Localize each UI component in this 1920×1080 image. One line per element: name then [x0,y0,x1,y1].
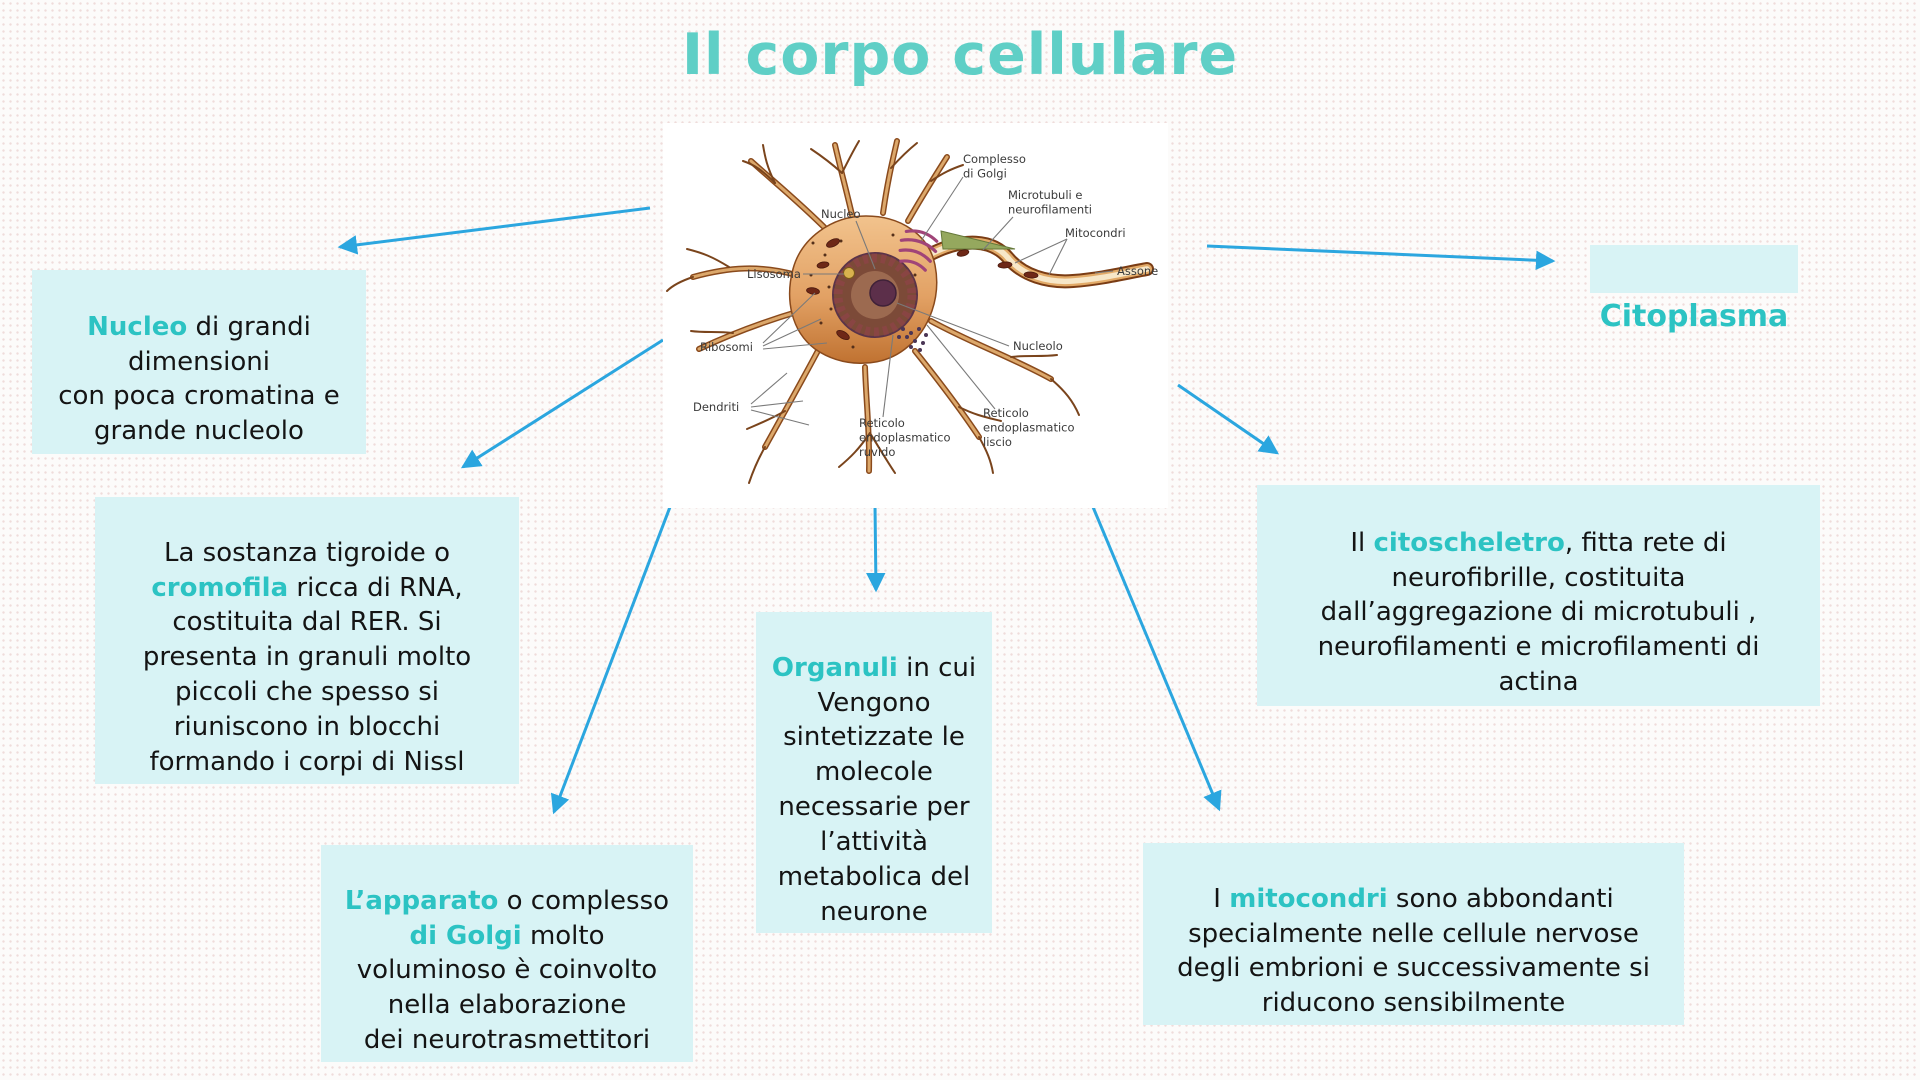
note-text-golgi-post: molto voluminoso è coinvolto nella elabo… [356,920,658,1056]
keyword-di-golgi: di Golgi [409,920,522,951]
slide-title: Il corpo cellulare [681,22,1239,88]
note-text-sostanza-post: ricca di RNA, costituita dal RER. Si pre… [142,572,472,777]
note-text-mitocondri-pre: I [1213,883,1230,914]
note-box-citoscheletro: Il citoscheletro, fitta rete di neurofib… [1257,485,1820,706]
microtubule-bundle [940,230,1016,250]
nissl-granules [897,327,928,352]
note-text-citoscheletro-pre: Il [1350,527,1374,558]
note-box-mitocondri: I mitocondri sono abbondanti specialment… [1143,843,1684,1026]
arrow-to-mitocondri-box [1091,506,1222,812]
nucleus [832,252,918,338]
keyword-apparato: L’apparato [344,885,499,916]
keyword-organuli: Organuli [771,652,898,683]
lysosome [843,267,855,279]
note-text-golgi-mid: o complesso [506,885,670,916]
keyword-mitocondri: mitocondri [1229,883,1388,914]
arrow-to-citoscheletro-box [1177,383,1280,455]
keyword-citoscheletro: citoscheletro [1373,527,1565,558]
arrow-to-sostanza-box [460,338,664,469]
figure-leader-lines [750,176,1114,426]
note-text-mitocondri-post: sono abbondanti specialmente nelle cellu… [1177,883,1650,1019]
nucleolus [869,279,897,307]
figure-label-ribosomi: Ribosomi [700,340,753,354]
note-text-sostanza-pre: La sostanza tigroide o [164,537,450,568]
axon [922,230,1154,289]
note-text-citoscheletro-post: , fitta rete di neurofibrille, costituit… [1317,527,1760,698]
arrow-to-nucleo-box [337,206,651,255]
note-text-organuli: in cui Vengono sintetizzate le molecole … [777,652,977,927]
note-box-sostanza-tigroide: La sostanza tigroide o cromofila ricca d… [95,497,519,784]
figure-label-nucleolo: Nucleolo [1013,339,1063,353]
dendrites [666,138,1080,484]
mitochondria [806,238,850,341]
arrow-to-organuli-box [866,504,886,593]
note-box-nucleo: Nucleo di grandi dimensioni con poca cro… [32,270,366,455]
figure-label-mitocondri: Mitocondri [1065,226,1126,240]
note-box-organuli: Organuli in cui Vengono sintetizzate le … [756,612,992,934]
arrow-to-golgi-box [550,506,672,815]
note-text-nucleo: di grandi dimensioni con poca cromatina … [58,311,340,447]
figure-label-nucleo: Nucleo [821,207,861,221]
keyword-citoplasma: Citoplasma [1599,299,1789,334]
cell-body [788,215,939,364]
note-box-citoplasma: Citoplasma [1590,245,1798,334]
figure-label-dendriti: Dendriti [693,400,739,414]
arrow-to-citoplasma-box [1206,244,1556,271]
note-box-apparato-golgi: L’apparato o complesso di Golgi molto vo… [321,845,693,1062]
figure-label-lisosoma: Lisosoma [747,267,801,281]
golgi-complex [898,229,939,272]
keyword-nucleo: Nucleo [87,311,188,342]
keyword-cromofila: cromofila [151,572,289,603]
figure-label-assone: Assone [1117,264,1158,278]
